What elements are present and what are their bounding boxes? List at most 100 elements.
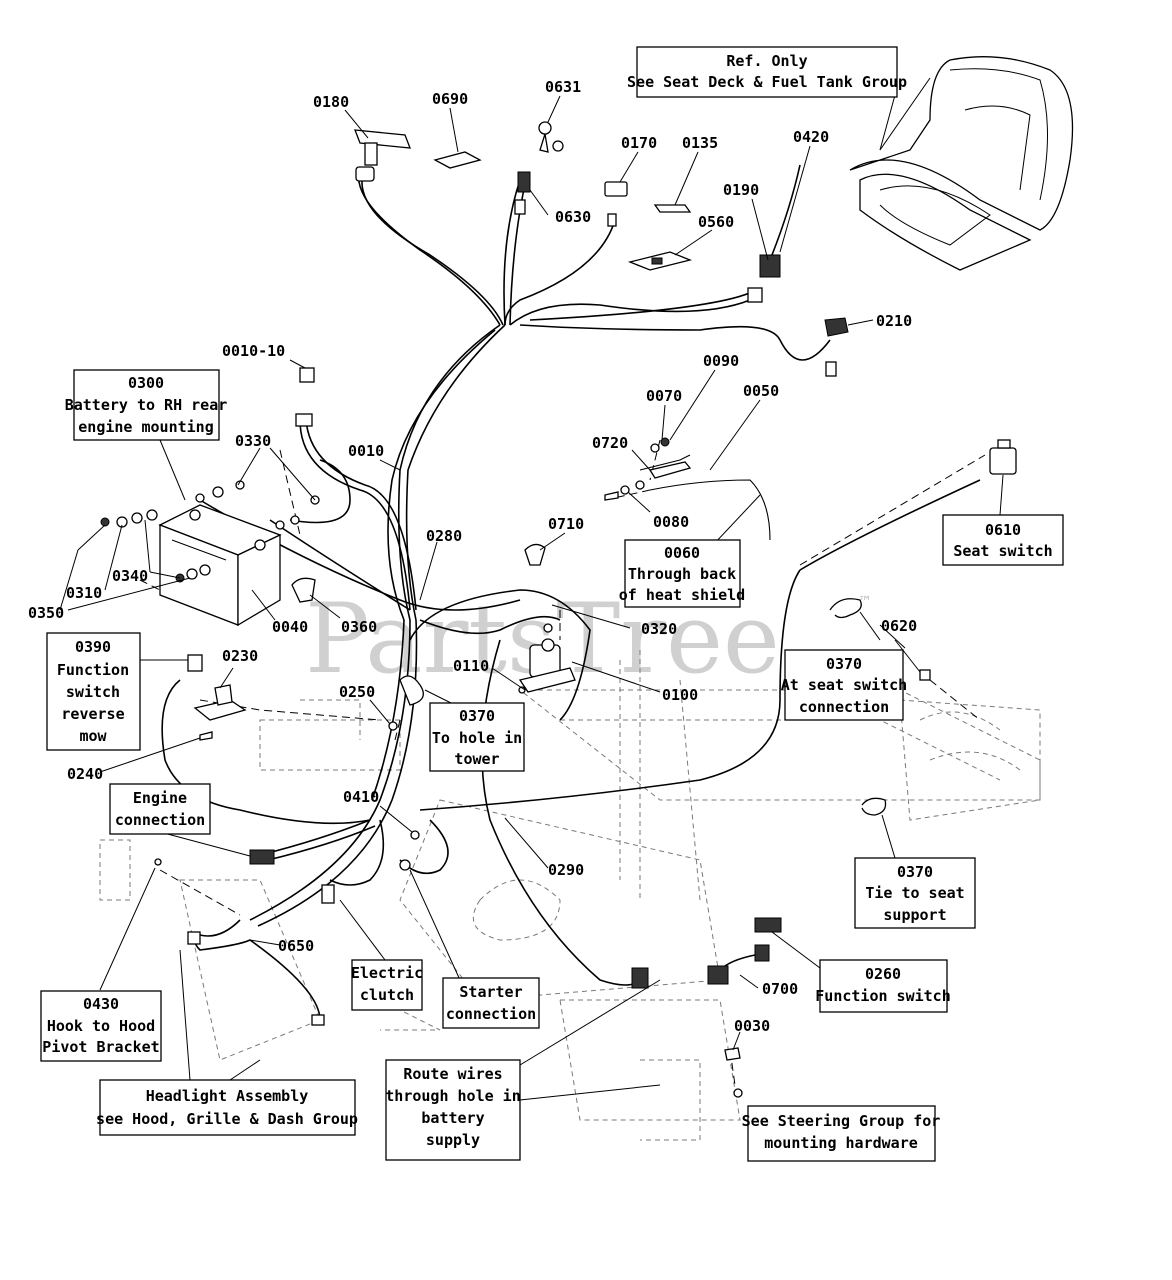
label-0410: 0410 (343, 788, 379, 806)
label-0320: 0320 (641, 620, 677, 638)
label-0090: 0090 (703, 352, 739, 370)
label-0010-10: 0010-10 (222, 342, 285, 360)
svg-text:connection: connection (446, 1005, 536, 1023)
svg-text:0370: 0370 (826, 655, 862, 673)
label-0170: 0170 (621, 134, 657, 152)
svg-text:See Steering Group for: See Steering Group for (742, 1112, 941, 1130)
label-0040: 0040 (272, 618, 308, 636)
part-number-labels: 0180 0690 0631 0630 0170 0135 0420 0190 … (28, 78, 917, 1035)
svg-text:Function: Function (57, 661, 129, 679)
part-0190-shape (759, 254, 781, 278)
svg-text:tower: tower (454, 750, 499, 768)
svg-text:Starter: Starter (459, 983, 522, 1001)
part-0010-connector-shape (295, 413, 313, 427)
svg-text:Electric: Electric (351, 964, 423, 982)
svg-text:0300: 0300 (128, 374, 164, 392)
label-0631: 0631 (545, 78, 581, 96)
part-0610-seat-switch-shape (989, 439, 1017, 475)
starter-ring-terminal (399, 859, 411, 871)
label-0630: 0630 (555, 208, 591, 226)
part-0620-shape (919, 669, 931, 681)
svg-text:Hook to Hood: Hook to Hood (47, 1017, 155, 1035)
svg-text:connection: connection (115, 811, 205, 829)
leader-lines (59, 77, 1004, 1101)
label-0560: 0560 (698, 213, 734, 231)
svg-text:Route wires: Route wires (403, 1065, 502, 1083)
electric-clutch-plug (321, 884, 335, 904)
callout-function-switch: 0260 Function switch (815, 959, 951, 1013)
part-0320-shape (543, 623, 553, 633)
svg-text:supply: supply (426, 1131, 480, 1149)
label-0240: 0240 (67, 765, 103, 783)
svg-text:See Seat Deck & Fuel Tank Grou: See Seat Deck & Fuel Tank Group (627, 73, 907, 91)
part-0010-10-shape (299, 367, 315, 383)
label-0050: 0050 (743, 382, 779, 400)
svg-text:battery: battery (421, 1109, 484, 1127)
part-0170-shape (604, 181, 628, 197)
svg-text:Function switch: Function switch (815, 987, 950, 1005)
svg-text:clutch: clutch (360, 986, 414, 1004)
heat-shield-hardware (604, 437, 692, 501)
svg-text:mounting hardware: mounting hardware (764, 1134, 918, 1152)
label-0210: 0210 (876, 312, 912, 330)
part-0630-shape (517, 171, 531, 193)
label-0350: 0350 (28, 604, 64, 622)
svg-text:0260: 0260 (865, 965, 901, 983)
function-switch-0260-shape (631, 917, 782, 989)
part-0230-bracket-shape (187, 654, 247, 741)
label-0360: 0360 (341, 618, 377, 636)
label-0330: 0330 (235, 432, 271, 450)
label-0070: 0070 (646, 387, 682, 405)
label-0250: 0250 (339, 683, 375, 701)
callout-starter-connection: Starter connection (442, 977, 540, 1029)
callout-function-reverse: 0390 Function switch reverse mow (46, 632, 141, 751)
label-0620: 0620 (881, 617, 917, 635)
battery-0040-shape (158, 504, 282, 627)
label-0700: 0700 (762, 980, 798, 998)
part-0250-shape (388, 721, 398, 731)
svg-text:Headlight Assembly: Headlight Assembly (146, 1087, 309, 1105)
svg-text:0610: 0610 (985, 521, 1021, 539)
part-0630-plug-shape (514, 199, 526, 215)
label-0100: 0100 (662, 686, 698, 704)
svg-text:reverse: reverse (61, 705, 124, 723)
label-0650: 0650 (278, 937, 314, 955)
svg-text:0370: 0370 (459, 707, 495, 725)
label-0710: 0710 (548, 515, 584, 533)
callout-heat-shield: 0060 Through back of heat shield (619, 539, 745, 608)
svg-text:through hole in: through hole in (385, 1087, 520, 1105)
part-0430-shape (154, 858, 162, 866)
svg-text:see Hood, Grille & Dash Group: see Hood, Grille & Dash Group (96, 1110, 358, 1128)
svg-text:Engine: Engine (133, 789, 187, 807)
callout-hook-to-hood: 0430 Hook to Hood Pivot Bracket (40, 990, 162, 1062)
callout-hole-in-tower: 0370 To hole in tower (429, 702, 525, 772)
part-0210-shape (824, 317, 849, 337)
callout-tie-to-seat: 0370 Tie to seat support (854, 857, 976, 929)
solenoid-0100-shape (518, 638, 576, 694)
callout-ref-only: Ref. Only See Seat Deck & Fuel Tank Grou… (627, 46, 907, 98)
label-0010: 0010 (348, 442, 384, 460)
part-0180-shape (354, 129, 411, 182)
callout-engine-connection: Engine connection (109, 783, 211, 835)
label-0720: 0720 (592, 434, 628, 452)
svg-text:connection: connection (799, 698, 889, 716)
svg-text:At seat switch: At seat switch (781, 676, 907, 694)
callout-electric-clutch: Electric clutch (351, 959, 423, 1011)
svg-text:Seat switch: Seat switch (953, 542, 1052, 560)
label-0280: 0280 (426, 527, 462, 545)
part-0330-bolts (195, 480, 320, 530)
label-0080: 0080 (653, 513, 689, 531)
part-0190-plug-shape (747, 287, 763, 303)
part-0360-shape (291, 577, 316, 603)
part-0370-support-tie (861, 797, 887, 816)
label-0310: 0310 (66, 584, 102, 602)
svg-text:Pivot Bracket: Pivot Bracket (42, 1038, 159, 1056)
label-0690: 0690 (432, 90, 468, 108)
svg-text:0390: 0390 (75, 638, 111, 656)
svg-text:To hole in: To hole in (432, 729, 522, 747)
part-0710-shape (524, 543, 546, 566)
seat-outline (849, 56, 1074, 271)
label-0340: 0340 (112, 567, 148, 585)
part-0410-shape (410, 830, 420, 840)
